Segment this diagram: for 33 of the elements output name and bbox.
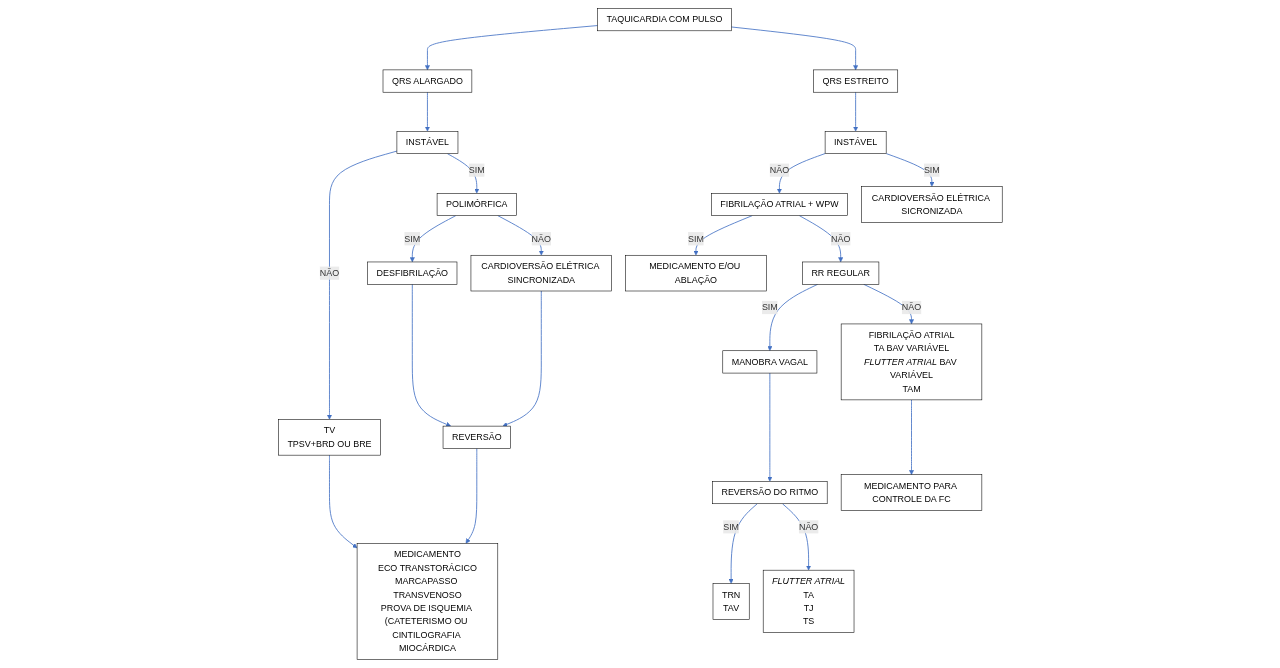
node-box: INSTÁVEL bbox=[824, 131, 887, 154]
node-box: INSTÁVEL bbox=[396, 131, 458, 154]
node-box: REVERSÃO bbox=[442, 425, 511, 449]
node-box: POLIMÓRFICA bbox=[436, 193, 517, 216]
edge-label: NÃO bbox=[769, 165, 789, 175]
node-box: MANOBRA VAGAL bbox=[722, 350, 817, 374]
edge-label: SIM bbox=[404, 233, 420, 244]
edge-label: NÃO bbox=[319, 268, 339, 278]
node-box: RR REGULAR bbox=[801, 261, 879, 285]
node-box: CARDIOVERSÃO ELÉTRICA SICRONIZADA bbox=[860, 186, 1003, 223]
node-box: TV TPSV+BRD OU BRE bbox=[277, 419, 381, 456]
node-box: TAQUICARDIA COM PULSO bbox=[596, 8, 732, 32]
node-box: MEDICAMENTO ECO TRANSTORÁCICO MARCAPASSO TRANSVENOSO PROVA DE ISQUEMIA (CATETERISMO OU CINTILOGRAFIA MIOCÁRDICA bbox=[356, 543, 498, 660]
edge-label: NÃO bbox=[531, 233, 551, 244]
node-box: QRS ESTREITO bbox=[812, 69, 898, 93]
edge-label: NÃO bbox=[830, 233, 851, 244]
node-box: FLUTTER ATRIAL TA TJ TS bbox=[762, 569, 854, 633]
node-box: CARDIOVERSÃO ELÉTRICA SINCRONIZADA bbox=[470, 255, 612, 292]
edge-label: SIM bbox=[761, 302, 778, 312]
edge-label: SIM bbox=[687, 233, 704, 244]
node-box: FIBRILAÇÃO ATRIAL TA BAV VARIÁVEL FLUTTER ATRIAL BAV VARIÁVEL TAM bbox=[840, 323, 982, 401]
node-box: DESFIBRILAÇÃO bbox=[367, 261, 457, 285]
edge-label: SIM bbox=[722, 521, 739, 532]
node-box: MEDICAMENTO E/OU ABLAÇÃO bbox=[625, 255, 767, 292]
node-box: TRN TAV bbox=[712, 583, 750, 620]
node-box: FIBRILAÇÃO ATRIAL + WPW bbox=[710, 193, 848, 216]
node-box: REVERSÃO DO RITMO bbox=[711, 481, 828, 504]
edge-label: SIM bbox=[468, 165, 485, 175]
node-box: MEDICAMENTO PARA CONTROLE DA FC bbox=[840, 474, 982, 511]
edge-label: SIM bbox=[923, 165, 940, 175]
edge-label: NÃO bbox=[798, 521, 818, 532]
node-box: QRS ALARGADO bbox=[382, 69, 472, 93]
edge-label: NÃO bbox=[901, 302, 921, 312]
